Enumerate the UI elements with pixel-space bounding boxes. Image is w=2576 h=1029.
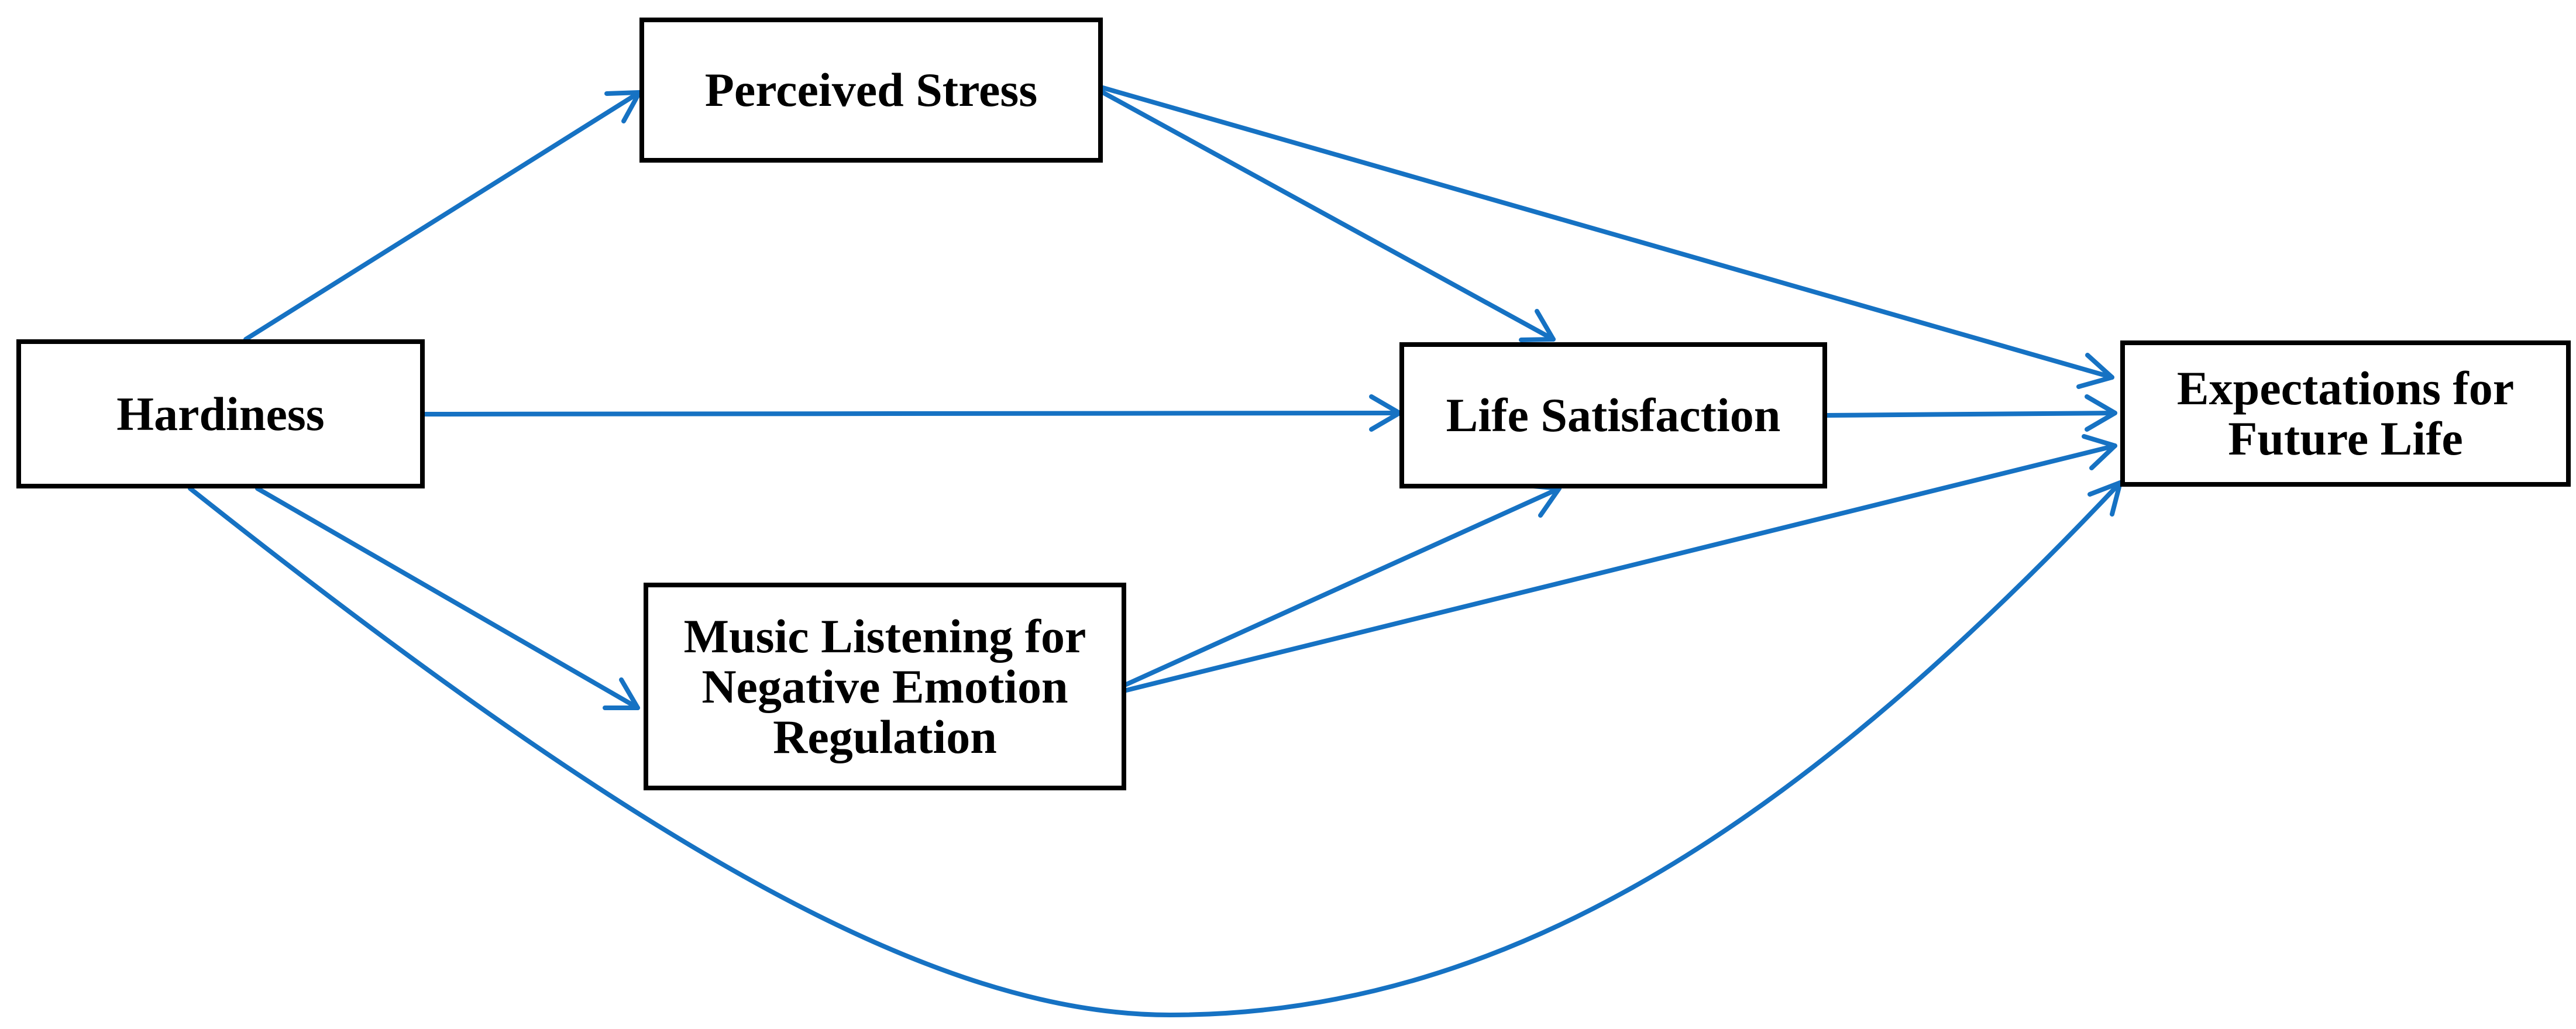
arrowhead-perceived-stress-to-expectations (2076, 353, 2114, 389)
node-expectations-for-future-life: Expectations for Future Life (2120, 340, 2571, 487)
arrowhead-perceived-stress-to-life-satisfaction (1519, 309, 1556, 342)
arrow-music-to-expectations (1124, 443, 2117, 693)
node-music-label-line-1: Music Listening for (683, 609, 1086, 663)
node-perceived-stress-label: Perceived Stress (704, 63, 1038, 116)
node-music-listening: Music Listening for Negative Emotion Reg… (644, 583, 1126, 790)
node-hardiness: Hardiness (16, 339, 425, 488)
node-life-satisfaction-label: Life Satisfaction (1446, 388, 1781, 442)
node-expectations-label-line-1: Expectations for (2176, 362, 2515, 415)
node-perceived-stress: Perceived Stress (639, 18, 1103, 163)
arrow-perceived-stress-to-life-satisfaction (1100, 90, 1556, 342)
node-music-label-line-2: Negative Emotion (701, 659, 1068, 713)
arrow-hardiness-to-perceived-stress (243, 90, 642, 342)
node-life-satisfaction: Life Satisfaction (1399, 342, 1827, 488)
arrow-perceived-stress-to-expectations (1100, 85, 2114, 380)
node-music-label-line-3: Regulation (773, 710, 997, 763)
arrow-life-satisfaction-to-expectations (1825, 411, 2117, 418)
node-expectations-label-line-2: Future Life (2228, 412, 2463, 465)
arrow-hardiness-to-life-satisfaction (422, 411, 1402, 417)
arrowhead-music-to-expectations (2082, 434, 2117, 470)
arrow-music-to-life-satisfaction (1124, 486, 1562, 687)
node-hardiness-label: Hardiness (116, 387, 325, 440)
arrow-hardiness-to-expectations (188, 480, 2123, 1017)
arrowhead-hardiness-to-perceived-stress (604, 90, 642, 123)
arrowhead-life-satisfaction-to-expectations (2085, 394, 2117, 432)
arrow-hardiness-to-music (255, 486, 640, 710)
arrowhead-hardiness-to-music (603, 677, 640, 710)
